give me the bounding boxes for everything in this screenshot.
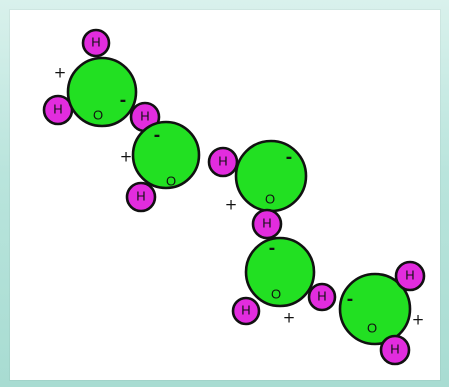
water-molecule-1: H H O + - bbox=[42, 28, 138, 128]
hydrogen-atom bbox=[81, 28, 111, 58]
hydrogen-atom bbox=[125, 181, 157, 213]
oxygen-label: O bbox=[93, 107, 103, 122]
oxygen-label: O bbox=[271, 286, 281, 301]
water-molecule-2: H O H + - bbox=[120, 101, 201, 213]
plus-charge: + bbox=[225, 196, 238, 214]
hydrogen-atom bbox=[394, 260, 426, 292]
hydrogen-label: H bbox=[218, 153, 227, 168]
hydrogen-label: H bbox=[390, 341, 399, 356]
hydrogen-label: H bbox=[140, 108, 149, 123]
water-molecule-5: O H H - + bbox=[338, 260, 426, 366]
oxygen-atom bbox=[244, 236, 316, 308]
oxygen-atom bbox=[338, 272, 412, 346]
hydrogen-atom bbox=[251, 208, 283, 240]
hydrogen-atom bbox=[379, 334, 411, 366]
oxygen-label: O bbox=[166, 173, 176, 188]
plus-charge: + bbox=[54, 64, 67, 82]
hydrogen-atom bbox=[307, 282, 337, 312]
hydrogen-label: H bbox=[241, 302, 250, 317]
minus-charge: - bbox=[347, 290, 354, 309]
minus-charge: - bbox=[286, 148, 293, 167]
oxygen-label: O bbox=[367, 320, 377, 335]
hydrogen-label: H bbox=[262, 215, 271, 230]
plus-charge: + bbox=[120, 148, 133, 166]
water-molecule-3: O H - + bbox=[225, 139, 308, 240]
minus-charge: - bbox=[120, 91, 127, 110]
hydrogen-label: H bbox=[91, 34, 100, 49]
hydrogen-bridge-1: H bbox=[207, 146, 239, 178]
oxygen-atom bbox=[131, 120, 201, 190]
hydrogen-label: H bbox=[53, 101, 62, 116]
hydrogen-label: H bbox=[405, 267, 414, 282]
plus-charge: + bbox=[412, 311, 425, 329]
minus-charge: - bbox=[154, 126, 161, 145]
hydrogen-atom bbox=[207, 146, 239, 178]
minus-charge: - bbox=[269, 239, 276, 258]
hydrogen-label: H bbox=[317, 288, 326, 303]
plus-charge: + bbox=[283, 309, 296, 327]
oxygen-atom bbox=[66, 56, 138, 128]
hydrogen-label: H bbox=[136, 188, 145, 203]
hydrogen-atom bbox=[231, 296, 261, 326]
water-molecule-4: O H H - + bbox=[231, 236, 337, 327]
oxygen-label: O bbox=[265, 191, 275, 206]
